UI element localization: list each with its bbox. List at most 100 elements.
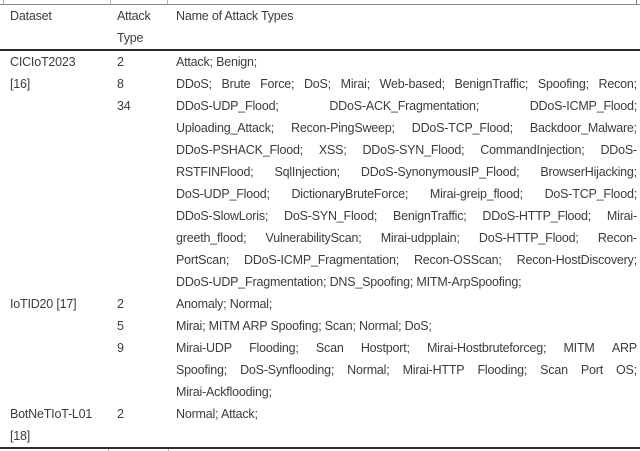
attack-name-token: DDoS-TCP_Flood;	[411, 121, 513, 135]
attack-name-token: DDoS-SynonymousIP_Flood;	[360, 165, 520, 179]
attack-names-line: Normal; Attack;	[176, 407, 258, 421]
attack-names-line: greeth_flood; VulnerabilityScan; Mirai-udp…	[176, 227, 637, 249]
attack-name-token: DDoS-SYN_Flood;	[362, 143, 465, 157]
attack-names-line: DDoS-PSHACK_Flood;XSS;DDoS-SYN_Flood;Com…	[176, 139, 637, 161]
attack-name-token: DDoS-PSHACK_Flood;	[176, 143, 304, 157]
attack-name-token: Flooding;	[477, 363, 528, 377]
dataset-cell: BotNeTIoT-L01[18]	[0, 403, 117, 447]
attack-names-line: RSTFINFlood; SqlInjection; DDoS-Synonymous…	[176, 161, 637, 183]
attack-name-token: Spoofing;	[176, 363, 228, 377]
attack-names-line: Mirai-Ackflooding;	[176, 385, 272, 399]
attack-name-token: Mirai-UDP	[176, 341, 232, 355]
attack-name-token: MITM	[563, 341, 595, 355]
attack-name-token: PortScan;	[176, 253, 230, 267]
attack-name-token: DDoS-UDP_Flood;	[176, 99, 279, 113]
attack-name-token: DDoS-	[600, 143, 637, 157]
attack-name-token: Recon-OSScan;	[413, 253, 502, 267]
attack-name-token: DDoS-ICMP_Fragmentation;	[244, 253, 400, 267]
attack-names-line: Uploading_Attack;Recon-PingSweep;DDoS-TC…	[176, 117, 637, 139]
attack-name-token: Hostport;	[360, 341, 410, 355]
table-group: IoTID20 [17]2 Anomaly; Normal; 5 Mirai; MIT…	[0, 293, 640, 403]
attack-name-token: BrowserHijacking;	[540, 165, 637, 179]
attack-name-token: SqlInjection;	[274, 165, 340, 179]
gridline-artifact	[168, 447, 169, 451]
attack-name-token: Recon;	[598, 77, 637, 91]
attack-name-token: ARP	[611, 341, 637, 355]
attack-name-token: Recon-HostDiscovery;	[516, 253, 637, 267]
header-attack-type-line2: Type	[117, 31, 144, 45]
attack-name-token: Mirai-greip_flood;	[429, 187, 523, 201]
attack-name-token: Normal;	[347, 363, 390, 377]
table-group: BotNeTIoT-L01[18]2 Normal; Attack;	[0, 403, 640, 447]
attack-names-line: DDoS-SlowLoris; DoS-SYN_Flood; BenignTraff…	[176, 205, 637, 227]
attack-name-token: Mirai-udpplain;	[380, 231, 460, 245]
attack-name-token: DDoS-HTTP_Flood;	[482, 209, 592, 223]
attack-type-count-cell: 34	[117, 99, 131, 113]
attack-name-token: Mirai;	[340, 77, 371, 91]
attack-name-token: OS;	[616, 363, 637, 377]
dataset-line: CICIoT2023	[10, 55, 76, 69]
attack-name-token: DoS-HTTP_Flood;	[478, 231, 579, 245]
attack-name-token: XSS;	[318, 143, 347, 157]
attack-name-token: Scan	[315, 341, 344, 355]
attack-names-line: Spoofing; DoS-Synflooding; Normal; Mirai-HT…	[176, 359, 637, 381]
attack-name-token: Mirai-	[606, 209, 637, 223]
attack-type-count-cell: 5	[117, 319, 124, 333]
attack-name-token: DDoS-ICMP_Flood;	[529, 99, 637, 113]
attack-names-line: Mirai; MITM ARP Spoofing; Scan; Normal; …	[176, 319, 432, 333]
attack-names-line: Anomaly; Normal;	[176, 297, 273, 311]
attack-name-token: DoS;	[303, 77, 331, 91]
attack-names-cell: Attack; Benign;	[176, 51, 640, 73]
gridline-artifact	[636, 0, 637, 4]
dataset-line: [18]	[10, 429, 31, 443]
attack-name-token: DoS-Synflooding;	[240, 363, 335, 377]
attack-type-count-cell: 2	[117, 297, 124, 311]
header-dataset-label: Dataset	[10, 9, 52, 23]
attack-name-token: BenignTraffic;	[392, 209, 467, 223]
attack-type-count-cell: 8	[117, 77, 124, 91]
header-name-label: Name of Attack Types	[176, 9, 294, 23]
attack-name-token: Flooding;	[249, 341, 299, 355]
attack-names-line: DDoS-UDP_Flood; DDoS-ACK_Fragmentation; DD…	[176, 95, 637, 117]
attack-name-token: Uploading_Attack;	[176, 121, 275, 135]
header-attack-type-line1: Attack	[117, 9, 151, 23]
attack-names-line: Attack; Benign;	[176, 55, 258, 69]
attack-names-line: Mirai-UDP Flooding; Scan Hostport; Mirai-Hos…	[176, 337, 637, 359]
attack-name-token: DDoS-SlowLoris;	[176, 209, 269, 223]
attack-name-token: Force;	[260, 77, 295, 91]
attack-name-token: VulnerabilityScan;	[265, 231, 362, 245]
dataset-cell: IoTID20 [17]	[0, 293, 117, 403]
attack-name-token: Recon-	[597, 231, 637, 245]
attack-name-token: Port	[580, 363, 603, 377]
attack-types-table: Dataset Attack Type Name of Attack Types…	[0, 4, 640, 449]
attack-name-token: Web-based;	[379, 77, 445, 91]
attack-name-token: Backdoor_Malware;	[529, 121, 637, 135]
gridline-artifact	[110, 0, 111, 4]
attack-name-token: DoS-SYN_Flood;	[284, 209, 378, 223]
attack-name-token: RSTFINFlood;	[176, 165, 254, 179]
gridline-artifact	[167, 0, 168, 4]
attack-name-token: Brute	[221, 77, 251, 91]
table-header-row: Dataset Attack Type Name of Attack Types	[0, 5, 640, 51]
attack-names-cell: Normal; Attack;	[176, 403, 640, 447]
attack-names-cell: Mirai; MITM ARP Spoofing; Scan; Normal; …	[176, 315, 640, 337]
attack-name-token: Mirai-HTTP	[402, 363, 465, 377]
attack-name-token: Mirai-Hostbruteforceg;	[426, 341, 547, 355]
header-attack-type: Attack Type	[117, 5, 176, 49]
attack-type-count-cell: 2	[117, 407, 124, 421]
attack-names-cell: DDoS-UDP_Flood; DDoS-ACK_Fragmentation; DD…	[176, 95, 640, 293]
attack-name-token: DDoS-ACK_Fragmentation;	[329, 99, 479, 113]
attack-names-line: DoS-UDP_Flood;DictionaryBruteForce;Mirai…	[176, 183, 637, 205]
header-name-of-attack-types: Name of Attack Types	[176, 5, 640, 49]
attack-name-token: greeth_flood;	[176, 231, 247, 245]
dataset-line: [16]	[10, 77, 31, 91]
attack-type-count-cell: 2	[117, 55, 124, 69]
attack-type-count-cell: 9	[117, 341, 124, 355]
attack-name-token: DoS-TCP_Flood;	[544, 187, 637, 201]
gridline-artifact	[3, 0, 4, 4]
